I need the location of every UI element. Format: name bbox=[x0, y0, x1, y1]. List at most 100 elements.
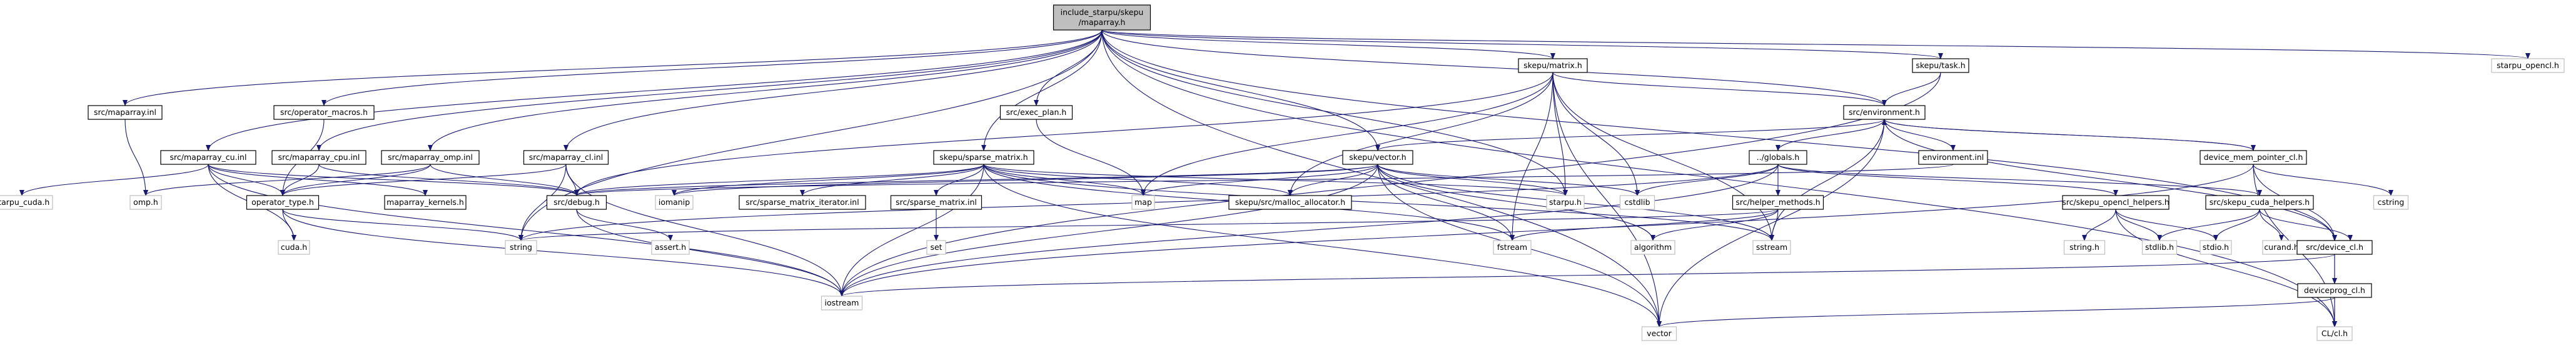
node-label: cuda.h bbox=[281, 242, 307, 252]
node-maparray_cu[interactable]: src/maparray_cu.inl bbox=[160, 150, 256, 165]
edge-maparray_inl-to-omp bbox=[124, 119, 148, 196]
edge-environment-to-globals bbox=[1775, 119, 1885, 151]
node-vector[interactable]: skepu/vector.h bbox=[1342, 150, 1413, 165]
edge-vector-to-malloc_alloc bbox=[1288, 164, 1378, 196]
node-label: sstream bbox=[1756, 242, 1787, 252]
node-maparray_inl[interactable]: src/maparray.inl bbox=[88, 105, 163, 120]
node-device_cl[interactable]: src/device_cl.h bbox=[2296, 240, 2373, 255]
edge-task-to-environment bbox=[1882, 72, 1941, 106]
node-task[interactable]: skepu/task.h bbox=[1912, 58, 1969, 73]
edge-cuda_helpers-to-curand bbox=[2259, 209, 2284, 241]
node-label: operator_type.h bbox=[251, 197, 314, 207]
node-cuda_helpers[interactable]: src/skepu_cuda_helpers.h bbox=[2205, 195, 2314, 210]
node-deviceprog[interactable]: deviceprog_cl.h bbox=[2297, 283, 2372, 298]
node-map[interactable]: map bbox=[1131, 195, 1155, 210]
edge-vector-to-debug bbox=[574, 164, 1378, 196]
node-environment_inl[interactable]: environment.inl bbox=[1918, 150, 1988, 165]
edge-opencl_helpers-to-string_h bbox=[2082, 209, 2116, 241]
node-maparray_kernels[interactable]: maparray_kernels.h bbox=[384, 195, 467, 210]
edge-root-to-starpu bbox=[1101, 29, 1568, 196]
edge-root-to-matrix bbox=[1101, 29, 1555, 59]
node-starpu_cuda[interactable]: starpu_cuda.h bbox=[0, 195, 53, 210]
node-device_mem[interactable]: device_mem_pointer_cl.h bbox=[2200, 150, 2307, 165]
node-box bbox=[2141, 240, 2178, 255]
node-box bbox=[651, 240, 690, 255]
node-starpu_opencl[interactable]: starpu_opencl.h bbox=[2491, 58, 2565, 73]
node-starpu[interactable]: starpu.h bbox=[1546, 195, 1585, 210]
node-box bbox=[1912, 58, 1969, 73]
node-label: stdio.h bbox=[2203, 242, 2229, 252]
node-sparse_inl[interactable]: src/sparse_matrix.inl bbox=[890, 195, 982, 210]
node-string[interactable]: string bbox=[505, 240, 537, 255]
edge-root-to-sparse_matrix bbox=[981, 29, 1103, 151]
edge-cuda_helpers-to-cufft bbox=[2259, 209, 2353, 241]
node-assert[interactable]: assert.h bbox=[651, 240, 690, 255]
node-label: iostream bbox=[825, 298, 859, 307]
node-sstream[interactable]: sstream bbox=[1752, 240, 1791, 255]
edge-helper_methods-to-fstream bbox=[1510, 209, 1779, 241]
edge-matrix-to-malloc_alloc bbox=[1288, 72, 1553, 196]
node-box bbox=[1843, 105, 1926, 120]
node-sparse_iter[interactable]: src/sparse_matrix_iterator.inl bbox=[739, 195, 866, 210]
node-algorithm[interactable]: algorithm bbox=[1630, 240, 1675, 255]
node-maparray_omp[interactable]: src/maparray_omp.inl bbox=[381, 150, 480, 165]
node-label: src/helper_methods.h bbox=[1735, 197, 1820, 207]
node-box bbox=[1619, 195, 1655, 210]
node-label: src/device_cl.h bbox=[2306, 242, 2363, 252]
node-vector_std[interactable]: vector bbox=[1641, 326, 1677, 341]
node-matrix[interactable]: skepu/matrix.h bbox=[1518, 58, 1588, 73]
node-malloc_alloc[interactable]: skepu/src/malloc_allocator.h bbox=[1228, 195, 1352, 210]
node-cl_h[interactable]: CL/cl.h bbox=[2316, 326, 2353, 341]
node-exec_plan[interactable]: src/exec_plan.h bbox=[999, 105, 1073, 120]
node-label: src/skepu_cuda_helpers.h bbox=[2210, 197, 2310, 207]
node-box bbox=[271, 150, 366, 165]
node-cuda_h[interactable]: cuda.h bbox=[278, 240, 310, 255]
edge-maparray_cu-to-iostream bbox=[208, 164, 844, 297]
node-debug[interactable]: src/debug.h bbox=[546, 195, 607, 210]
node-curand[interactable]: curand.h bbox=[2262, 240, 2301, 255]
node-label: include_starpu/skepu bbox=[1061, 7, 1144, 17]
node-sparse_matrix[interactable]: skepu/sparse_matrix.h bbox=[933, 150, 1034, 165]
edge-debug-to-iostream bbox=[576, 209, 844, 297]
node-box bbox=[129, 195, 162, 210]
node-label: src/maparray_omp.inl bbox=[388, 152, 473, 162]
node-root[interactable]: include_starpu/skepu/maparray.h bbox=[1053, 4, 1151, 31]
node-label: src/sparse_matrix_iterator.inl bbox=[745, 197, 859, 207]
node-iostream[interactable]: iostream bbox=[821, 296, 863, 311]
node-label: iomanip bbox=[659, 197, 690, 207]
edge-root-to-cl_h bbox=[1101, 29, 2337, 327]
node-label: environment.inl bbox=[1922, 152, 1984, 162]
node-cstdlib[interactable]: cstdlib bbox=[1619, 195, 1655, 210]
node-label: src/exec_plan.h bbox=[1006, 107, 1067, 117]
edge-helper_methods-to-algorithm bbox=[1650, 209, 1779, 241]
node-label: cstring bbox=[2378, 197, 2405, 207]
edge-environment_inl-to-debug bbox=[574, 164, 1954, 196]
node-maparray_cpu[interactable]: src/maparray_cpu.inl bbox=[271, 150, 366, 165]
node-maparray_cl[interactable]: src/maparray_cl.inl bbox=[523, 150, 609, 165]
node-box bbox=[2297, 283, 2372, 298]
edge-globals-to-iostream bbox=[839, 164, 1779, 297]
edge-maparray_cpu-to-debug bbox=[318, 164, 579, 196]
node-helper_methods[interactable]: src/helper_methods.h bbox=[1732, 195, 1824, 210]
node-operator_type[interactable]: operator_type.h bbox=[246, 195, 320, 210]
edge-sparse_matrix-to-iostream bbox=[839, 164, 984, 297]
node-omp[interactable]: omp.h bbox=[129, 195, 162, 210]
node-box bbox=[821, 296, 863, 311]
node-stdio[interactable]: stdio.h bbox=[2200, 240, 2232, 255]
node-string_h[interactable]: string.h bbox=[2063, 240, 2106, 255]
node-opencl_helpers[interactable]: src/skepu_opencl_helpers.h bbox=[2062, 195, 2169, 210]
node-label: src/operator_macros.h bbox=[280, 107, 368, 117]
node-operator_macros[interactable]: src/operator_macros.h bbox=[273, 105, 375, 120]
node-stdlib[interactable]: stdlib.h bbox=[2141, 240, 2178, 255]
node-box bbox=[523, 150, 609, 165]
node-set[interactable]: set bbox=[926, 240, 946, 255]
node-fstream[interactable]: fstream bbox=[1493, 240, 1532, 255]
node-environment[interactable]: src/environment.h bbox=[1843, 105, 1926, 120]
node-label: src/maparray_cpu.inl bbox=[278, 152, 360, 162]
node-cstring[interactable]: cstring bbox=[2373, 195, 2409, 210]
edge-operator_type-to-iostream bbox=[282, 209, 844, 297]
edge-maparray_omp-to-omp bbox=[143, 164, 431, 196]
node-label: omp.h bbox=[133, 197, 158, 207]
node-globals[interactable]: ../globals.h bbox=[1749, 150, 1807, 165]
node-iomanip[interactable]: iomanip bbox=[655, 195, 694, 210]
